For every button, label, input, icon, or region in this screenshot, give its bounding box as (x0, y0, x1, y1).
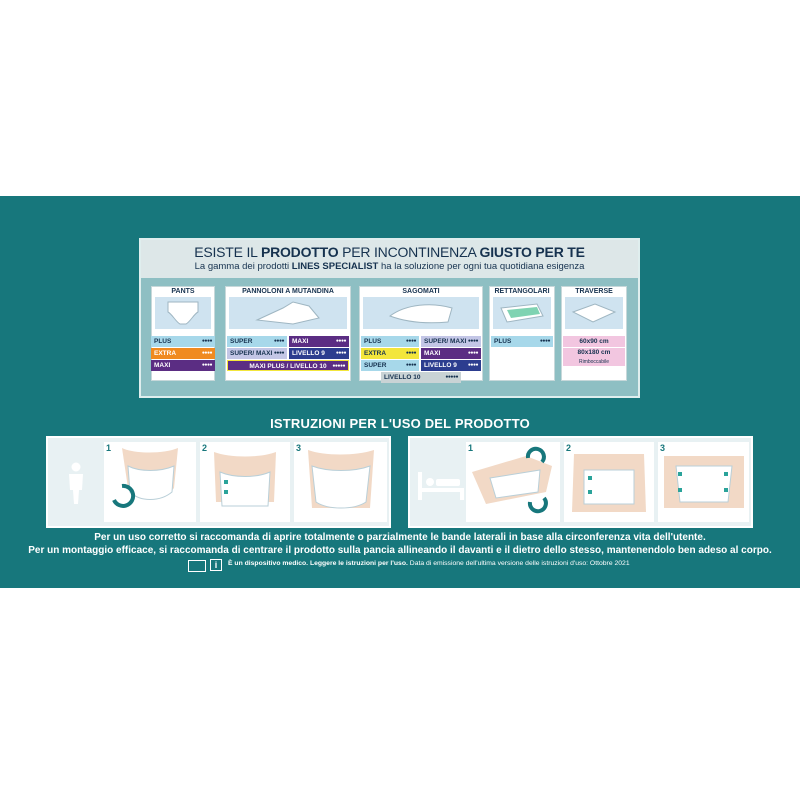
row-sagomati-plus: PLUS●●●● (361, 336, 419, 347)
drops-icon: ●●●● (467, 350, 479, 356)
panel-title: ESISTE IL PRODOTTO PER INCONTINENZA GIUS… (194, 244, 585, 260)
column-rettangolari: RETTANGOLARI (489, 286, 555, 381)
drops-icon: ●●●● (273, 338, 285, 344)
row-rettangolari-plus: PLUS●●●● (491, 336, 553, 347)
step-number: 3 (660, 443, 666, 453)
instructions-standing: 1 2 3 (46, 436, 391, 528)
pants-icon (167, 301, 199, 325)
product-range-panel: ESISTE IL PRODOTTO PER INCONTINENZA GIUS… (139, 238, 640, 398)
panel-subtitle: La gamma dei prodotti LINES SPECIALIST h… (194, 261, 585, 272)
underpad-icon (571, 303, 617, 323)
step-standing-1: 1 (104, 442, 196, 522)
fitting-illustration (472, 446, 552, 514)
step-lying-1: 1 (466, 442, 560, 522)
brief-image (229, 297, 347, 329)
shaped-pad-icon (388, 304, 453, 324)
drops-icon: ●●●● (539, 338, 551, 344)
pants-image (155, 297, 211, 329)
step-number: 1 (468, 443, 474, 453)
step-number: 3 (296, 443, 302, 453)
row-sagomati-maxi: MAXI●●●● (421, 348, 481, 359)
row-pannoloni-maxi: MAXI●●●● (289, 336, 349, 347)
drops-icon: ●●●● (335, 350, 347, 356)
drops-icon: ●●●● (405, 362, 417, 368)
drops-icon: ●●●● (405, 338, 417, 344)
drops-icon: ●●●● (335, 338, 347, 344)
row-sagomati-livello10: LIVELLO 10●●●●● (381, 372, 461, 383)
drops-icon: ●●●● (467, 362, 479, 368)
row-pants-plus: PLUS●●●● (151, 336, 215, 347)
category-label: RETTANGOLARI (490, 287, 554, 297)
drops-icon: ●●●● (201, 362, 213, 368)
row-pannoloni-livello9: LIVELLO 9●●●● (289, 348, 349, 359)
underpad-image (565, 297, 623, 329)
row-traverse-60x90: 60x90 cm (563, 336, 625, 347)
rect-pad-image (493, 297, 551, 329)
category-label: SAGOMATI (360, 287, 482, 297)
drops-icon: ●●●● (405, 350, 417, 356)
step-standing-3: 3 (294, 442, 387, 522)
category-label: PANTS (152, 287, 214, 297)
info-icon: i (210, 559, 222, 571)
instructions-lying: 1 2 3 (408, 436, 753, 528)
fitting-illustration (112, 448, 178, 508)
row-pants-extra: EXTRA●●●● (151, 348, 215, 359)
category-label: TRAVERSE (562, 287, 626, 297)
row-pannoloni-super: SUPER●●●● (227, 336, 287, 347)
drops-icon: ●●●● (201, 350, 213, 356)
fitting-illustration (308, 450, 374, 509)
instruction-text-2: Per un montaggio efficace, si raccomanda… (28, 545, 772, 556)
step-number: 2 (202, 443, 208, 453)
step-lying-3: 3 (658, 442, 749, 522)
book-icon (188, 560, 206, 572)
bed-person-icon (418, 472, 464, 500)
row-sagomati-supermaxi: SUPER/ MAXI●●●● (421, 336, 481, 347)
fitting-illustration (572, 454, 646, 512)
step-lying-2: 2 (564, 442, 654, 522)
row-pants-maxi: MAXI●●●● (151, 360, 215, 371)
category-label: PANNOLONI A MUTANDINA (226, 287, 350, 297)
instructions-title: ISTRUZIONI PER L'USO DEL PRODOTTO (270, 416, 530, 431)
drops-icon: ●●●● (467, 338, 479, 344)
drops-icon: ●●●●● (445, 374, 458, 380)
drops-icon: ●●●●● (332, 363, 345, 369)
row-pannoloni-maxiplus: MAXI PLUS / LIVELLO 10●●●●● (227, 360, 349, 371)
fitting-illustration (664, 456, 744, 508)
panel-header: ESISTE IL PRODOTTO PER INCONTINENZA GIUS… (141, 240, 638, 278)
brief-icon (255, 301, 320, 325)
rimboccabile-label: Rimboccabile (578, 359, 609, 365)
step-number: 1 (106, 443, 112, 453)
step-number: 2 (566, 443, 572, 453)
step-standing-2: 2 (200, 442, 290, 522)
row-sagomati-livello9: LIVELLO 9●●●● (421, 360, 481, 371)
standing-person-icon (69, 462, 83, 504)
column-traverse: TRAVERSE (561, 286, 627, 381)
medical-device-note: È un dispositivo medico. Leggere le istr… (228, 560, 630, 567)
fitting-illustration (214, 452, 276, 507)
drops-icon: ●●●● (201, 338, 213, 344)
shaped-pad-image (363, 297, 479, 329)
row-sagomati-super: SUPER●●●● (361, 360, 419, 371)
drops-icon: ●●●● (273, 350, 285, 356)
rect-pad-icon (500, 303, 544, 323)
instruction-text-1: Per un uso corretto si raccomanda di apr… (94, 532, 706, 543)
row-sagomati-extra: EXTRA●●●● (361, 348, 419, 359)
row-pannoloni-supermaxi: SUPER/ MAXI●●●● (227, 348, 287, 359)
